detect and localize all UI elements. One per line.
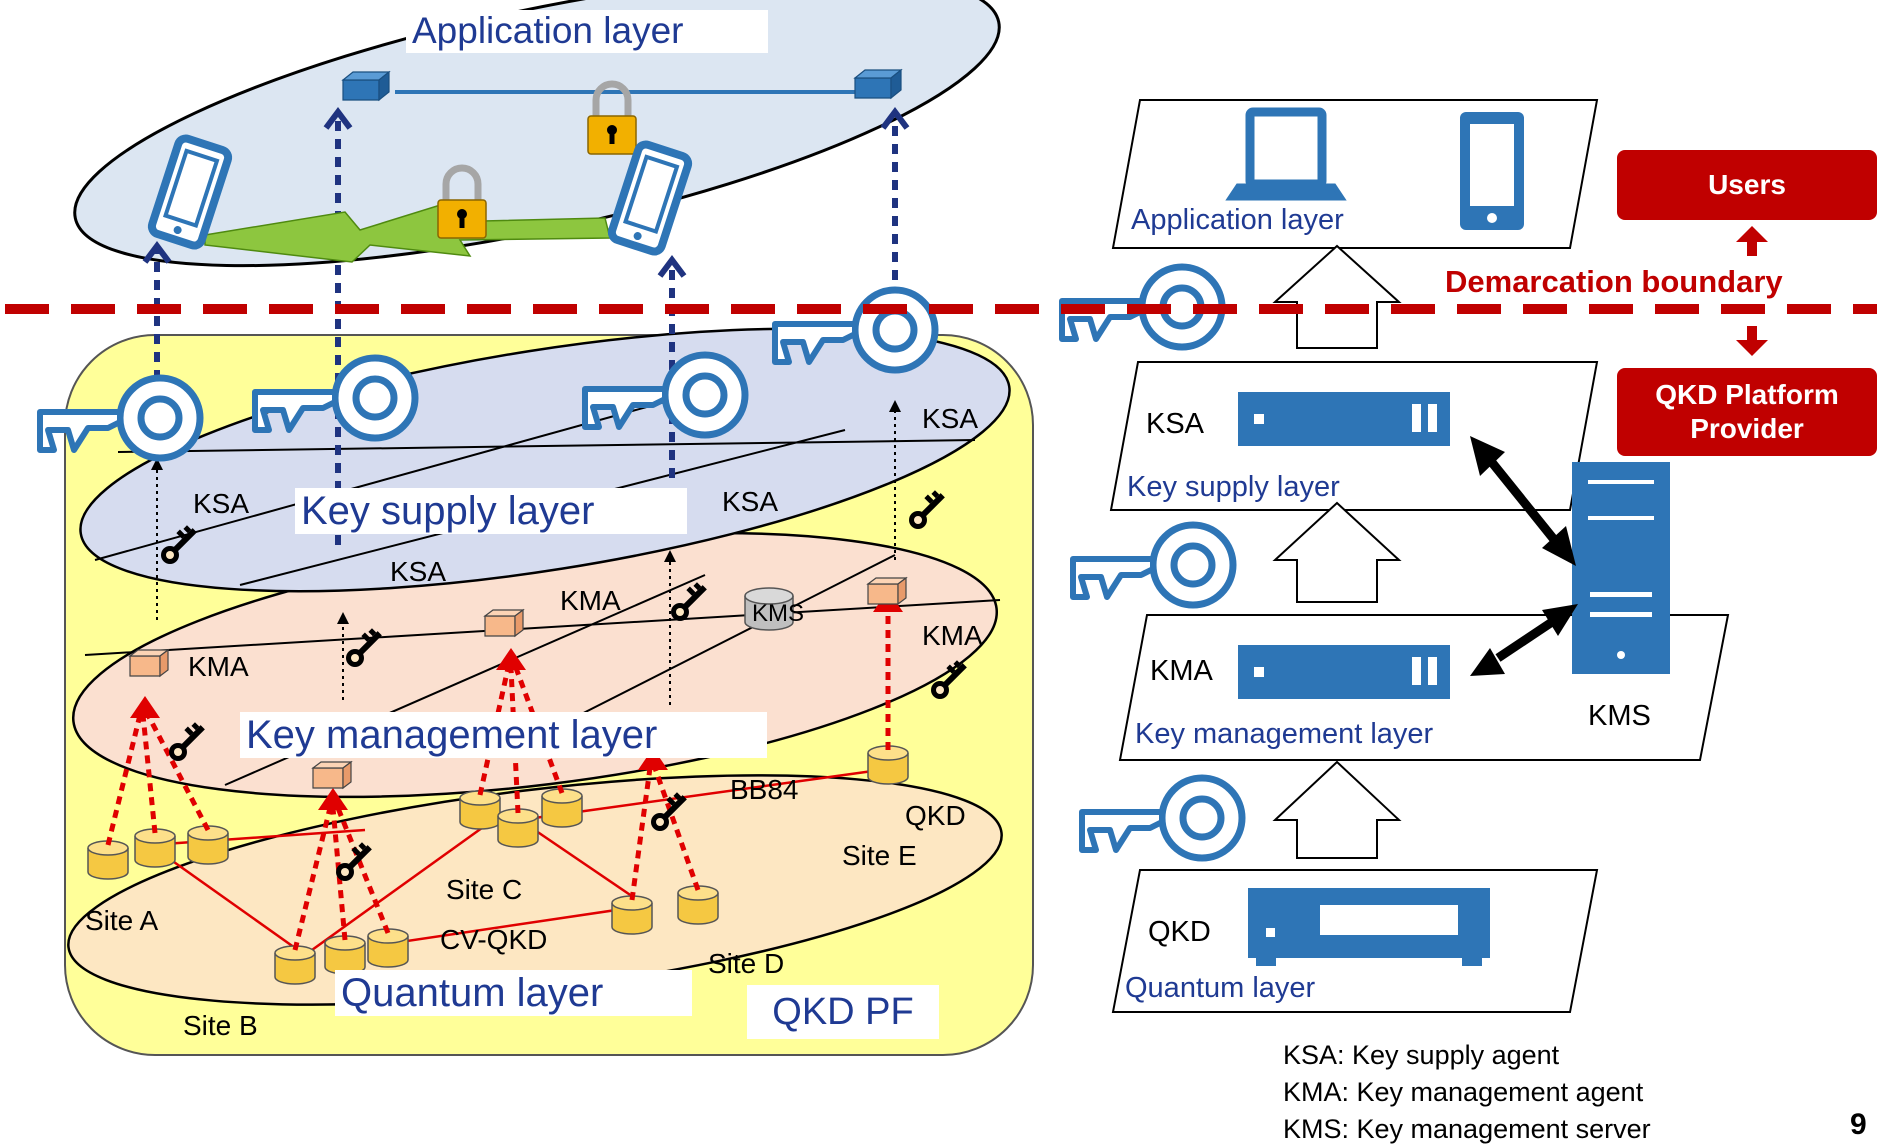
qkd-platform-label: QKD PF: [747, 985, 939, 1039]
quantum-layer-title: Quantum layer: [335, 970, 692, 1016]
site-label: Site A: [85, 905, 159, 936]
kms-server-icon: [1572, 462, 1670, 674]
ksa-label: KSA: [193, 488, 250, 519]
key-management-layer-title: Key management layer: [240, 712, 767, 758]
protocol-label: BB84: [730, 774, 799, 805]
ksa-label-right: KSA: [1146, 408, 1205, 440]
qkd-label-right: QKD: [1148, 916, 1211, 948]
key-management-layer-label: Key management layer: [1135, 718, 1434, 750]
key-supply-layer-title: Key supply layer: [295, 488, 687, 534]
qkd-device-icon: [1248, 888, 1490, 966]
provider-line-1: QKD Platform: [1655, 379, 1839, 411]
users-box: Users: [1617, 150, 1877, 220]
kma-label: KMA: [922, 620, 983, 651]
key-relay-arrowheads: [151, 400, 901, 624]
layer-up-arrows: [1272, 244, 1402, 859]
phone-icon-right: [1460, 112, 1524, 230]
legend-item: KSA: Key supply agent: [1283, 1040, 1560, 1070]
demarcation-boundary-label: Demarcation boundary: [1445, 264, 1783, 299]
legend-item: KMS: Key management server: [1283, 1114, 1651, 1144]
protocol-label: CV-QKD: [440, 924, 548, 955]
users-label: Users: [1708, 169, 1786, 201]
page-number: 9: [1850, 1108, 1867, 1141]
ksa-label: KSA: [722, 486, 779, 517]
key-supply-layer-label: Key supply layer: [1127, 471, 1340, 503]
site-label: Site C: [446, 874, 523, 905]
application-layer-title: Application layer: [406, 10, 768, 53]
key-icons-right: [1062, 267, 1242, 858]
kms-label-right: KMS: [1588, 700, 1651, 732]
kms-label: KMS: [752, 600, 805, 627]
kma-label: KMA: [188, 651, 249, 682]
key-delivery-arrows: [154, 120, 898, 545]
application-layer-label: Application layer: [1131, 204, 1344, 236]
ksa-label: KSA: [922, 403, 979, 434]
quantum-layer-label: Quantum layer: [1125, 972, 1316, 1004]
kma-label-right: KMA: [1150, 655, 1213, 687]
key-delivery-arrowheads: [142, 107, 910, 278]
kma-server-icon: [1238, 645, 1450, 699]
kms-link-arrows: [1470, 436, 1578, 676]
site-label: Site E: [842, 840, 917, 871]
legend-item: KMA: Key management agent: [1283, 1077, 1644, 1107]
site-label: Site B: [183, 1010, 258, 1041]
key-relay-arrows: [156, 410, 896, 705]
kms-node: [744, 587, 794, 631]
ksa-label: KSA: [390, 556, 447, 587]
boundary-arrows: [1736, 226, 1768, 356]
qkd-platform-provider-box: QKD Platform Provider: [1617, 368, 1877, 456]
site-label: Site D: [708, 948, 785, 979]
laptop-icon: [1225, 107, 1347, 201]
ksa-server-icon: [1238, 392, 1450, 446]
kma-label: KMA: [560, 585, 621, 616]
qkd-label: QKD: [905, 800, 966, 831]
provider-line-2: Provider: [1690, 413, 1804, 444]
